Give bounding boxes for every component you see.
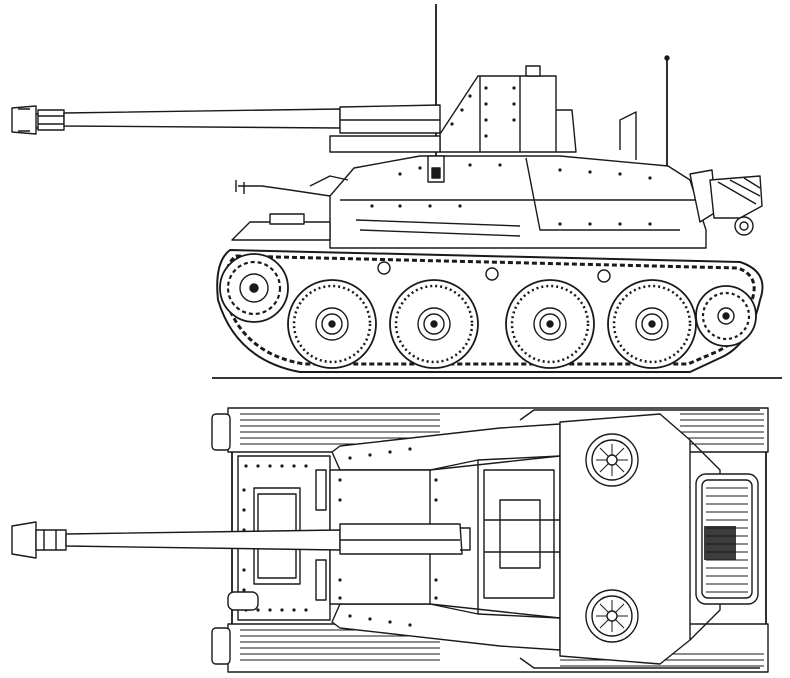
return-roller <box>597 269 611 283</box>
return-roller <box>485 267 499 281</box>
gun-shield <box>329 65 637 160</box>
road-wheel <box>287 279 377 369</box>
gun-barrel <box>11 104 441 135</box>
rear-grille <box>695 473 759 605</box>
sprocket-hub <box>211 627 231 665</box>
idler-wheel <box>695 285 757 347</box>
hull-upper <box>329 155 707 249</box>
cooling-fan <box>585 589 639 643</box>
drive-sprocket <box>219 253 289 323</box>
top-view <box>11 407 769 673</box>
road-wheel <box>505 279 595 369</box>
cooling-fan <box>585 433 639 487</box>
road-wheel <box>607 279 697 369</box>
return-roller <box>377 261 391 275</box>
side-view <box>11 4 782 379</box>
rear-stowage <box>689 169 763 236</box>
road-wheel <box>389 279 479 369</box>
front-hull <box>231 175 349 241</box>
sprocket-hub <box>211 413 231 451</box>
gun-barrel-top <box>11 521 471 559</box>
